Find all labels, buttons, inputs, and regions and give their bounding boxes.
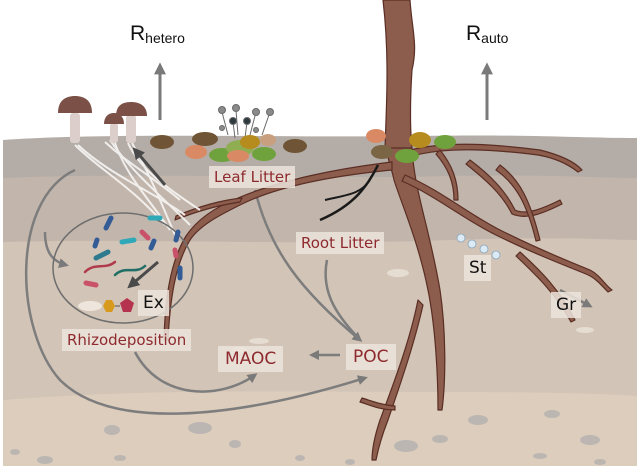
- rhizodeposition-label: Rhizodeposition: [62, 329, 192, 351]
- arrow-root-to-exudates: [127, 260, 159, 289]
- microbes: [83, 215, 183, 288]
- storage-label: St: [464, 255, 492, 281]
- mushroom: [116, 102, 147, 143]
- soil-layer-deep: [3, 391, 637, 466]
- exudates-label: Ex: [138, 290, 169, 316]
- growth-label: Gr: [551, 292, 582, 318]
- mushroom: [58, 96, 92, 143]
- mushrooms: [58, 96, 147, 143]
- r-auto-symbol: R: [466, 22, 482, 45]
- r-hetero-label: Rhetero: [130, 22, 185, 46]
- r-auto-label: Rauto: [466, 22, 508, 46]
- exudate-molecules: [78, 298, 134, 312]
- soil-stones: [10, 410, 606, 465]
- rhizosphere: [52, 212, 194, 324]
- poc-label: POC: [346, 344, 396, 370]
- arrow-rhizodeposition-to-maoc: [133, 351, 258, 393]
- exudate-pentagon: [120, 298, 134, 312]
- soil-layers: [3, 135, 637, 466]
- arrow-rootlitter-to-poc: [324, 259, 361, 341]
- tree-base-leaves: [366, 129, 456, 163]
- arrow-hyphae-loop-to-poc: [24, 168, 368, 415]
- r-hetero-symbol: R: [130, 22, 146, 45]
- leaf-litter-label: Leaf Litter: [209, 166, 296, 188]
- rhizosphere-boundary: [52, 212, 194, 324]
- fungal-hyphae: [74, 139, 201, 236]
- r-hetero-subscript: hetero: [145, 30, 185, 46]
- arrow-hyphae-to-microbes: [43, 231, 69, 268]
- fungal-sporangia: [218, 104, 274, 139]
- starch-storage-granules: [456, 233, 501, 260]
- exudate-hexagon: [103, 300, 115, 312]
- tree-trunk: [382, 0, 416, 151]
- leaf-litter-pile: [150, 104, 307, 162]
- arrow-to-mushroom: [132, 147, 167, 186]
- tree-root-system: [163, 0, 613, 461]
- r-auto-subscript: auto: [481, 30, 509, 46]
- arrow-leaflitter-to-poc: [253, 189, 363, 342]
- maoc-label: MAOC: [218, 346, 284, 372]
- root-litter-label: Root Litter: [296, 232, 385, 254]
